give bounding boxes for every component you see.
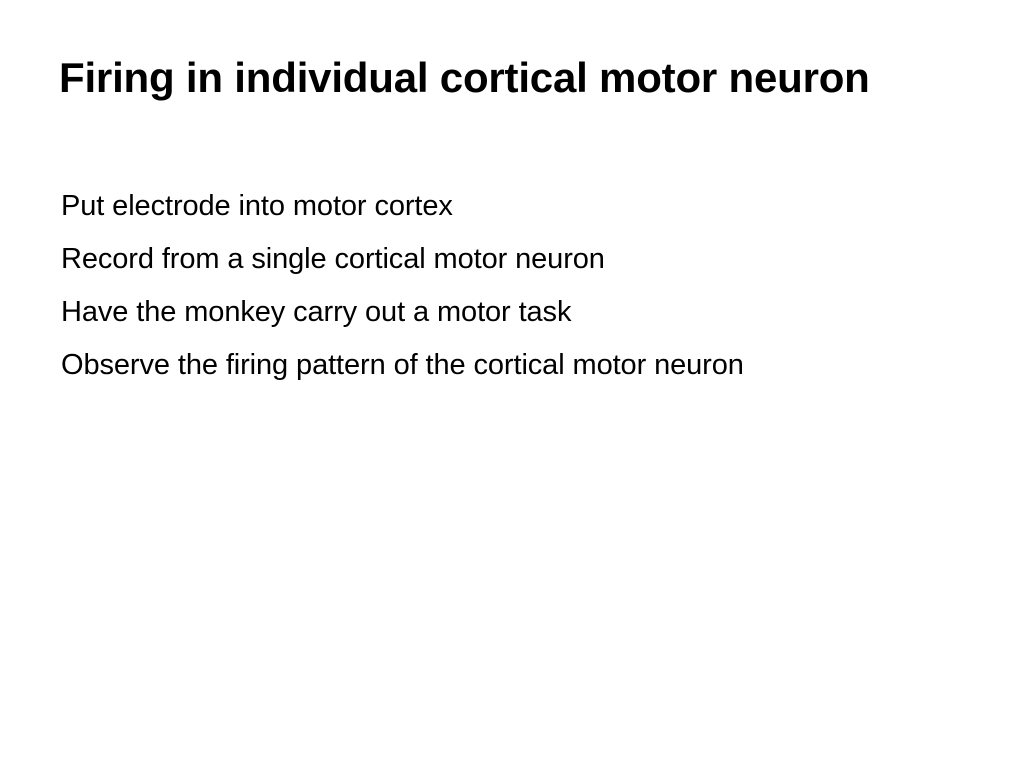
body-line: Put electrode into motor cortex [61,190,453,222]
body-line: Observe the firing pattern of the cortic… [61,349,744,381]
page-title: Firing in individual cortical motor neur… [59,54,870,101]
slide-body: Put electrode into motor cortex Record f… [61,180,961,392]
body-line: Have the monkey carry out a motor task [61,296,572,328]
body-line: Record from a single cortical motor neur… [61,243,605,275]
